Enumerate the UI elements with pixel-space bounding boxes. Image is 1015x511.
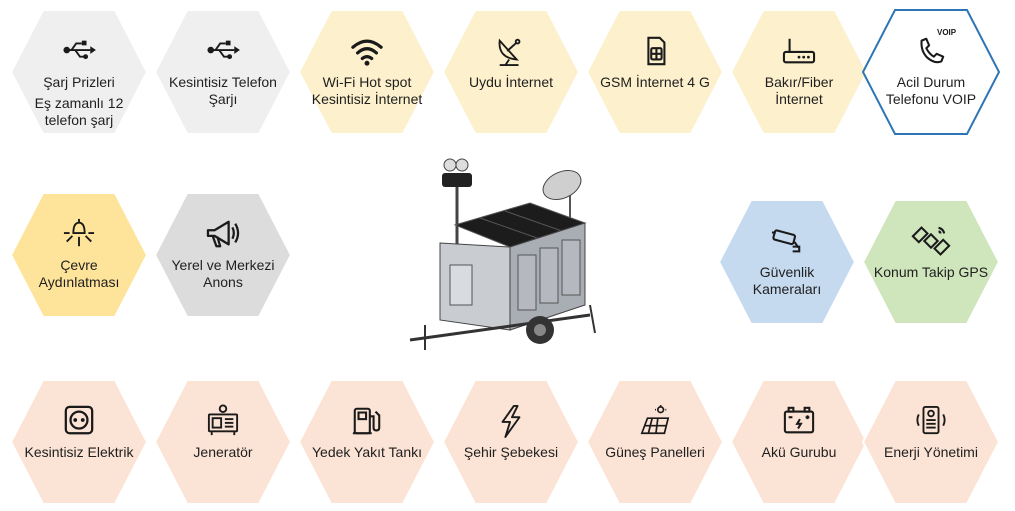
hexagon-content: Akü Gurubu [729, 378, 869, 506]
service-hexagon: Akü Gurubu [729, 378, 869, 506]
hexagon-label: GSM İnternet 4 G [600, 74, 710, 90]
hexagon-content: Şehir Şebekesi [441, 378, 581, 506]
hexagon-label: Kesintisiz Elektrik [24, 444, 134, 460]
service-hexagon: Yerel ve Merkezi Anons [153, 191, 293, 319]
hexagon-shape [9, 192, 149, 318]
battery-icon [779, 404, 819, 438]
hexagon-shape [585, 379, 725, 505]
hexagon-content: Şarj Prizleri Eş zamanlı 12 telefon şarj [9, 8, 149, 136]
hexagon-label: Güneş Panelleri [605, 444, 705, 460]
service-hexagon: GSM İnternet 4 G [585, 8, 725, 136]
service-hexagon: Kesintisiz Telefon Şarjı [153, 8, 293, 136]
hexagon-label: Wi-Fi Hot spot Kesintisiz İnternet [311, 74, 423, 107]
hexagon-label: Uydu İnternet [468, 74, 554, 90]
hexagon-shape [729, 379, 869, 505]
hexagon-label: Kesintisiz Telefon Şarjı [169, 74, 277, 107]
satellite-dish-icon [491, 34, 531, 68]
hexagon-sublabel: Eş zamanlı 12 telefon şarj [34, 95, 124, 128]
service-hexagon: Enerji Yönetimi [861, 378, 1001, 506]
hexagon-label: Şehir Şebekesi [463, 444, 559, 460]
hexagon-shape [153, 9, 293, 135]
hexagon-shape [441, 9, 581, 135]
hexagon-label: Konum Takip GPS [873, 264, 989, 280]
service-hexagon: Konum Takip GPS [861, 198, 1001, 326]
mobile-trailer-illustration [409, 158, 596, 350]
cctv-camera-icon [767, 224, 807, 258]
fuel-pump-icon [347, 404, 387, 438]
hexagon-content: Kesintisiz Elektrik [9, 378, 149, 506]
hexagon-label: Yerel ve Merkezi Anons [171, 257, 275, 290]
hexagon-content: Güneş Panelleri [585, 378, 725, 506]
hexagon-content: GSM İnternet 4 G [585, 8, 725, 136]
hexagon-content: Enerji Yönetimi [861, 378, 1001, 506]
service-hexagon: Yedek Yakıt Tankı [297, 378, 437, 506]
hexagon-shape [153, 379, 293, 505]
hexagon-content: Yerel ve Merkezi Anons [153, 191, 293, 319]
service-hexagon: Çevre Aydınlatması [9, 191, 149, 319]
solar-panel-icon [635, 404, 675, 438]
service-hexagon: Güvenlik Kameraları [717, 198, 857, 326]
megaphone-icon [203, 217, 243, 251]
hexagon-shape [9, 9, 149, 135]
hexagon-content: Yedek Yakıt Tankı [297, 378, 437, 506]
generator-icon [203, 404, 243, 438]
hexagon-label: Jeneratör [193, 444, 253, 460]
hexagon-label: Çevre Aydınlatması [38, 257, 120, 290]
hexagon-shape [729, 9, 869, 135]
hexagon-label: Acil Durum Telefonu VOIP [885, 74, 977, 107]
hexagon-content: Wi-Fi Hot spot Kesintisiz İnternet [297, 8, 437, 136]
power-socket-icon [59, 404, 99, 438]
hexagon-shape [585, 9, 725, 135]
sim-card-icon [635, 34, 675, 68]
hexagon-shape [861, 379, 1001, 505]
hexagon-content: Jeneratör [153, 378, 293, 506]
service-hexagon: Şehir Şebekesi [441, 378, 581, 506]
hexagon-content: Acil Durum Telefonu VOIP [861, 8, 1001, 136]
voip-badge: VOIP [937, 28, 957, 37]
hexagon-shape [9, 379, 149, 505]
hexagon-content: Güvenlik Kameraları [717, 198, 857, 326]
gps-satellite-icon [911, 224, 951, 258]
hexagon-shape [717, 199, 857, 325]
service-hexagon: Kesintisiz Elektrik [9, 378, 149, 506]
lamp-icon [59, 217, 99, 251]
hexagon-content: Kesintisiz Telefon Şarjı [153, 8, 293, 136]
hexagon-shape [861, 199, 1001, 325]
hexagon-shape [297, 379, 437, 505]
energy-management-icon [911, 404, 951, 438]
service-hexagon: Jeneratör [153, 378, 293, 506]
hexagon-shape [153, 192, 293, 318]
hexagon-content: Uydu İnternet [441, 8, 581, 136]
service-hexagon: Uydu İnternet [441, 8, 581, 136]
service-hexagon: Güneş Panelleri [585, 378, 725, 506]
router-icon [779, 34, 819, 68]
hexagon-content: Bakır/Fiber İnternet [729, 8, 869, 136]
hexagon-label: Enerji Yönetimi [884, 444, 978, 460]
hexagon-shape [861, 9, 1001, 135]
service-hexagon: Acil Durum Telefonu VOIP VOIP [861, 8, 1001, 136]
hexagon-label: Güvenlik Kameraları [752, 264, 822, 297]
hexagon-content: Konum Takip GPS [861, 198, 1001, 326]
hexagon-label: Şarj Prizleri [43, 74, 115, 90]
hexagon-content: Çevre Aydınlatması [9, 191, 149, 319]
phone-voip-icon [911, 34, 951, 68]
service-hexagon: Şarj Prizleri Eş zamanlı 12 telefon şarj [9, 8, 149, 136]
service-hexagon: Bakır/Fiber İnternet [729, 8, 869, 136]
hexagon-shape [441, 379, 581, 505]
wifi-icon [347, 34, 387, 68]
lightning-icon [491, 404, 531, 438]
usb-icon [203, 34, 243, 68]
usb-icon [59, 34, 99, 68]
service-hexagon: Wi-Fi Hot spot Kesintisiz İnternet [297, 8, 437, 136]
hexagon-label: Akü Gurubu [761, 444, 837, 460]
hexagon-label: Bakır/Fiber İnternet [764, 74, 834, 107]
hexagon-shape [297, 9, 437, 135]
hexagon-label: Yedek Yakıt Tankı [311, 444, 422, 460]
